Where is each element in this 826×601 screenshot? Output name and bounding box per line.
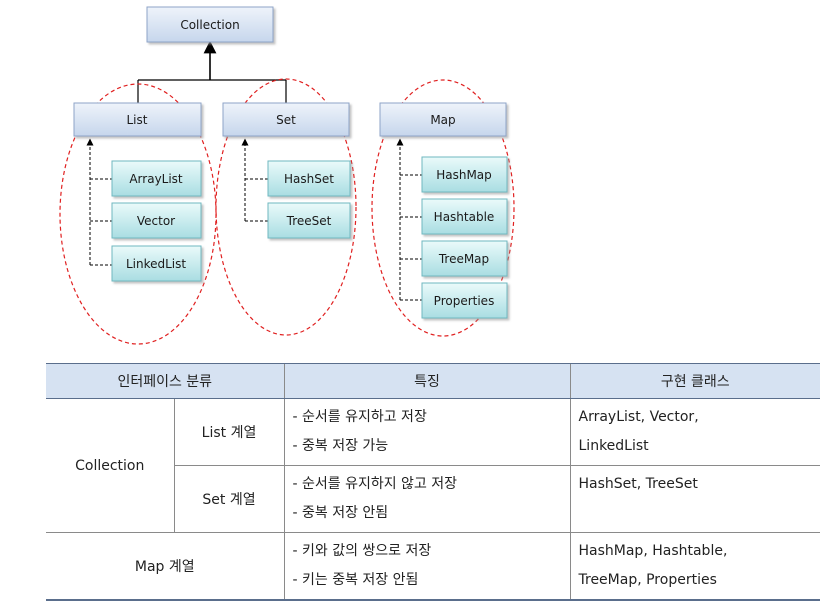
list-feature-1: - 순서를 유지하고 저장 xyxy=(292,409,427,425)
set-type-cell: Set 계열 xyxy=(173,465,284,533)
properties-label: Properties xyxy=(434,294,495,308)
arraylist-label: ArrayList xyxy=(129,172,183,186)
list-label: List xyxy=(127,113,148,127)
map-type-cell: Map 계열 xyxy=(46,532,284,601)
hashset-label: HashSet xyxy=(284,172,334,186)
map-children-connectors xyxy=(396,138,422,301)
root-connector xyxy=(137,40,287,103)
collection-hierarchy-diagram: Collection List ArrayList Vector LinkedL… xyxy=(59,6,515,345)
list-type-cell: List 계열 xyxy=(173,398,284,466)
set-feature-1: - 순서를 유지하지 않고 저장 xyxy=(292,476,458,492)
map-group: Map HashMap Hashtable TreeMap Properties xyxy=(371,79,515,337)
collection-summary-table: 인터페이스 분류 특징 구현 클래스 Collection List 계열 - … xyxy=(46,363,820,601)
hashmap-box xyxy=(421,156,508,193)
map-feature-1: - 키와 값의 쌍으로 저장 xyxy=(292,543,432,559)
hashmap-label: HashMap xyxy=(436,168,492,182)
list-group: List ArrayList Vector LinkedList xyxy=(59,83,217,345)
treemap-box xyxy=(421,240,508,277)
linkedlist-label: LinkedList xyxy=(126,257,186,271)
hashset-box xyxy=(267,160,351,197)
list-impl-1: ArrayList, Vector, xyxy=(578,409,699,425)
map-impl-2: TreeMap, Properties xyxy=(578,572,717,588)
table-row: Collection List 계열 - 순서를 유지하고 저장 - 중복 저장… xyxy=(46,398,820,533)
treemap-label: TreeMap xyxy=(438,252,489,266)
header-implementations: 구현 클래스 xyxy=(569,363,820,399)
table-header-row: 인터페이스 분류 특징 구현 클래스 xyxy=(46,363,820,399)
set-impl-1: HashSet, TreeSet xyxy=(578,476,698,492)
map-impl-1: HashMap, Hashtable, xyxy=(578,543,728,559)
collection-cell: Collection xyxy=(46,398,174,533)
properties-box xyxy=(421,282,508,319)
header-features: 특징 xyxy=(283,363,570,399)
list-box xyxy=(73,102,202,137)
linkedlist-box xyxy=(111,245,202,282)
set-features-cell: - 순서를 유지하지 않고 저장 - 중복 저장 안됨 xyxy=(283,465,570,533)
list-implementations-cell: ArrayList, Vector, LinkedList xyxy=(569,398,820,466)
list-impl-2: LinkedList xyxy=(578,438,649,454)
collection-root-label: Collection xyxy=(180,18,239,32)
collection-summary-table-wrap: 인터페이스 분류 특징 구현 클래스 Collection List 계열 - … xyxy=(46,363,820,601)
list-feature-2: - 중복 저장 가능 xyxy=(292,438,389,454)
collection-root-box: Collection xyxy=(146,6,274,43)
map-label: Map xyxy=(430,113,455,127)
set-label: Set xyxy=(276,113,296,127)
map-implementations-cell: HashMap, Hashtable, TreeMap, Properties xyxy=(569,532,820,601)
set-feature-2: - 중복 저장 안됨 xyxy=(292,505,389,521)
list-features-cell: - 순서를 유지하고 저장 - 중복 저장 가능 xyxy=(283,398,570,466)
vector-label: Vector xyxy=(137,214,175,228)
set-group-ellipse xyxy=(215,78,357,336)
set-group: Set HashSet TreeSet xyxy=(215,78,357,336)
map-box xyxy=(379,102,507,137)
table-row: Set 계열 - 순서를 유지하지 않고 저장 - 중복 저장 안됨 HashS… xyxy=(46,465,820,533)
map-features-cell: - 키와 값의 쌍으로 저장 - 키는 중복 저장 안됨 xyxy=(283,532,570,601)
treeset-box xyxy=(267,202,351,239)
set-children-connectors xyxy=(241,138,268,222)
header-interface-category: 인터페이스 분류 xyxy=(46,363,284,399)
arraylist-box xyxy=(111,160,202,197)
map-group-ellipse xyxy=(371,79,515,337)
set-implementations-cell: HashSet, TreeSet xyxy=(569,465,820,533)
hashtable-box xyxy=(421,198,508,235)
list-children-connectors xyxy=(86,138,112,266)
treeset-label: TreeSet xyxy=(286,214,332,228)
set-box xyxy=(222,102,350,137)
vector-box xyxy=(111,202,202,239)
hashtable-label: Hashtable xyxy=(434,210,495,224)
map-feature-2: - 키는 중복 저장 안됨 xyxy=(292,572,419,588)
table-row: Map 계열 - 키와 값의 쌍으로 저장 - 키는 중복 저장 안됨 Hash… xyxy=(46,532,820,601)
